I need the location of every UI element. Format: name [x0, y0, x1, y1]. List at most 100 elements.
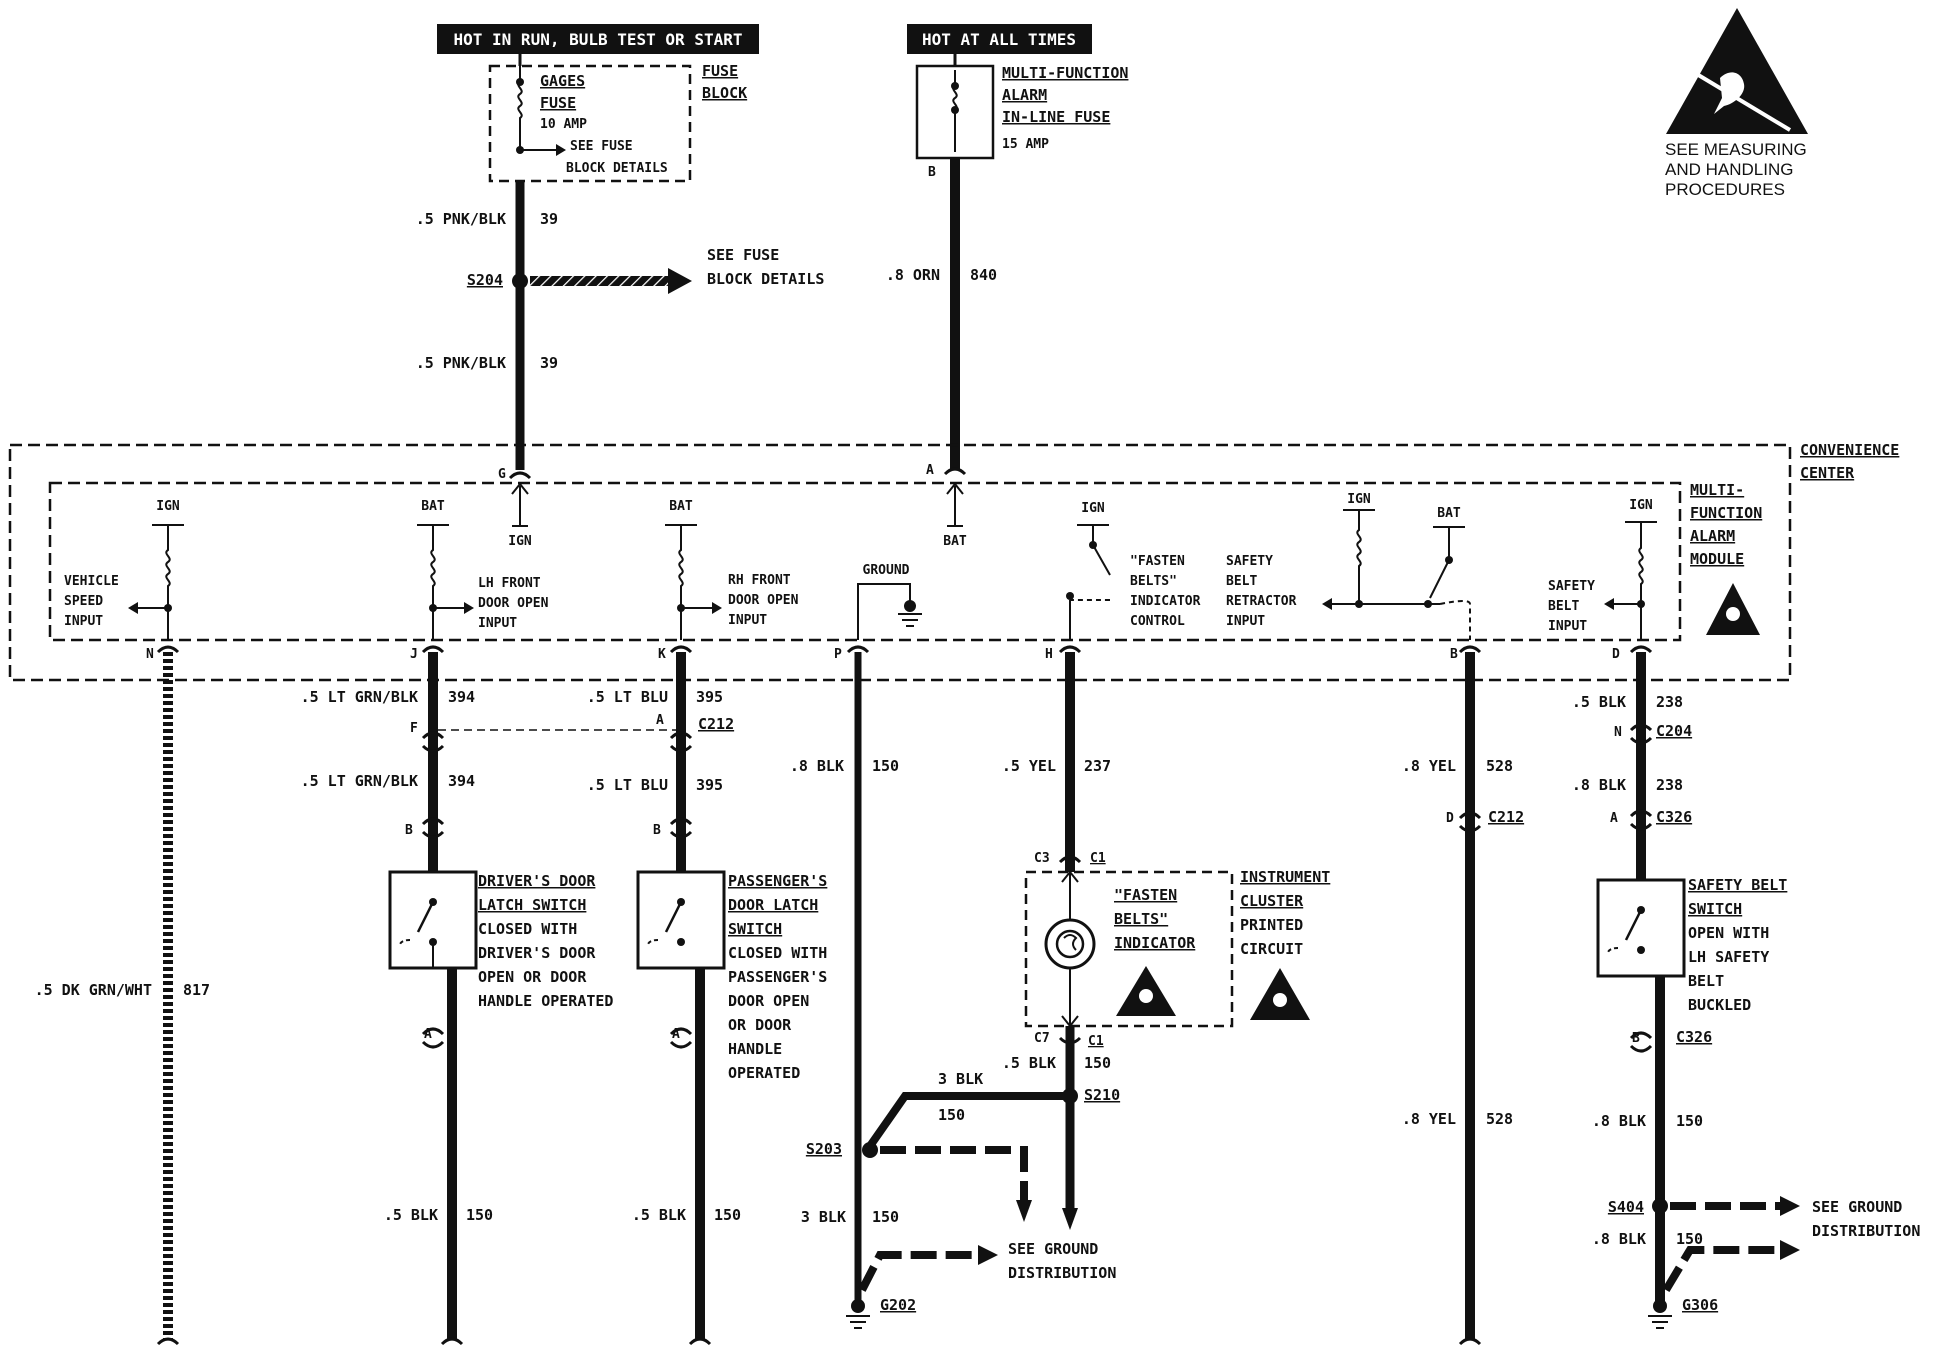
gages-fuse-name-1: GAGES	[540, 72, 585, 90]
wire-3blk-circuit-lower: 150	[872, 1208, 899, 1226]
wire-150-driver-circuit: 150	[466, 1206, 493, 1224]
wire-39-size-top: .5 PNK/BLK	[416, 210, 506, 228]
c1-top-label: C1	[1090, 851, 1106, 866]
safety-belt-switch-2: SWITCH	[1688, 900, 1742, 918]
splice-s203-label: S203	[806, 1140, 842, 1158]
passenger-switch-pin-b: B	[653, 823, 661, 838]
retractor-2: BELT	[1226, 574, 1257, 589]
safety-belt-switch-6: BUCKLED	[1688, 996, 1751, 1014]
connector-a-c212-pin: A	[656, 713, 664, 728]
wire-817-size: .5 DK GRN/WHT	[35, 981, 152, 999]
wire-394-size-2: .5 LT GRN/BLK	[301, 772, 418, 790]
cluster-label-4: CIRCUIT	[1240, 940, 1303, 958]
see-ground-s404-1: SEE GROUND	[1812, 1198, 1902, 1216]
wire-39-circuit-top: 39	[540, 210, 558, 228]
rh-front-door-2: DOOR OPEN	[728, 593, 799, 608]
passenger-switch-7: OR DOOR	[728, 1016, 792, 1034]
gages-fuse-note-1: SEE FUSE	[570, 139, 633, 154]
banner-hot-in-run-text: HOT IN RUN, BULB TEST OR START	[454, 30, 743, 49]
splice-s404	[1652, 1198, 1668, 1214]
wire-840-circuit: 840	[970, 266, 997, 284]
passenger-switch-8: HANDLE	[728, 1040, 782, 1058]
fuse-block-label-2: BLOCK	[702, 84, 747, 102]
ground-lead-g306	[1662, 1246, 1780, 1293]
alarm-module-box	[48, 481, 1682, 642]
ground-g306	[1653, 1299, 1667, 1313]
passenger-switch-3: SWITCH	[728, 920, 782, 938]
wire-395-size-1: .5 LT BLU	[587, 688, 668, 706]
safety-belt-switch-1: SAFETY BELT	[1688, 876, 1787, 894]
inline-fuse-rating: 15 AMP	[1002, 137, 1049, 152]
ground-lead-s203	[880, 1146, 1028, 1200]
wire-394-size-1: .5 LT GRN/BLK	[301, 688, 418, 706]
h-ign-label: IGN	[1081, 501, 1105, 516]
pin-g-label: G	[498, 467, 506, 482]
module-label-3: ALARM	[1690, 527, 1735, 545]
driver-switch-3: CLOSED WITH	[478, 920, 577, 938]
fasten-control-3: INDICATOR	[1130, 594, 1201, 609]
splice-s210-label: S210	[1084, 1086, 1120, 1104]
n-ign-label: IGN	[156, 499, 180, 514]
g-ign-label: IGN	[508, 534, 532, 549]
safety-belt-switch-box	[1596, 878, 1686, 978]
passenger-switch-pin-a: A	[672, 1027, 680, 1042]
pin-b-label: B	[1450, 647, 1458, 662]
banner-hot-at-all-times	[907, 24, 1092, 54]
wire-end-marks	[156, 1337, 1482, 1346]
splice-s404-label: S404	[1608, 1198, 1644, 1216]
wire-395-circuit-1: 395	[696, 688, 723, 706]
indicator-name-1: "FASTEN	[1114, 886, 1177, 904]
esd-note-3: PROCEDURES	[1665, 180, 1785, 199]
c212-d-pin: D	[1446, 811, 1454, 826]
driver-switch-pin-a: A	[424, 1027, 432, 1042]
convenience-center-1: CONVENIENCE	[1800, 441, 1899, 459]
pin-j-label: J	[410, 647, 418, 662]
connector-f-label: F	[410, 721, 418, 736]
wire-528-circuit-1: 528	[1486, 757, 1513, 775]
banner-hot-in-run	[437, 24, 759, 54]
wire-395-size-2: .5 LT BLU	[587, 776, 668, 794]
wire-150-passenger-size: .5 BLK	[632, 1206, 686, 1224]
wire-150-belt-circuit-1: 150	[1676, 1112, 1703, 1130]
safety-belt-switch-5: BELT	[1688, 972, 1724, 990]
retractor-bat-label: BAT	[1437, 506, 1461, 521]
passenger-switch-5: PASSENGER'S	[728, 968, 827, 986]
gages-fuse-rating: 10 AMP	[540, 117, 587, 132]
wire-3blk-size-upper: 3 BLK	[938, 1070, 983, 1088]
retractor-4: INPUT	[1226, 614, 1265, 629]
lh-front-door-3: INPUT	[478, 616, 517, 631]
fasten-control-2: BELTS"	[1130, 574, 1177, 589]
splice-s204-label: S204	[467, 271, 503, 289]
see-fuse-block-2: BLOCK DETAILS	[707, 270, 824, 288]
driver-switch-pin-b: B	[405, 823, 413, 838]
d-ign-label: IGN	[1629, 498, 1653, 513]
driver-switch-5: OPEN OR DOOR	[478, 968, 587, 986]
inline-fuse-pin-b: B	[928, 165, 936, 180]
driver-switch-2: LATCH SWITCH	[478, 896, 586, 914]
lh-front-door-1: LH FRONT	[478, 576, 541, 591]
fuse-block-label-1: FUSE	[702, 62, 738, 80]
passenger-switch-9: OPERATED	[728, 1064, 800, 1082]
wire-3blk-size-lower: 3 BLK	[801, 1208, 846, 1226]
wire-817-circuit: 817	[183, 981, 210, 999]
esd-warning-icon	[1666, 8, 1808, 134]
pin-k-label: K	[658, 647, 666, 662]
c326-b-pin: B	[1632, 1031, 1640, 1046]
lh-front-door-2: DOOR OPEN	[478, 596, 549, 611]
pin-p-label: P	[834, 647, 842, 662]
passenger-switch-1: PASSENGER'S	[728, 872, 827, 890]
connector-c326-top: C326	[1656, 808, 1692, 826]
driver-switch-4: DRIVER'S DOOR	[478, 944, 596, 962]
j-bat-label: BAT	[421, 499, 445, 514]
instrument-cluster-box	[1024, 870, 1234, 1028]
passenger-door-switch-box	[636, 870, 726, 970]
safety-belt-input-2: BELT	[1548, 599, 1579, 614]
connector-arcs	[156, 645, 1653, 1053]
convenience-center-2: CENTER	[1800, 464, 1855, 482]
pin-h-label: H	[1045, 647, 1053, 662]
vehicle-speed-2: SPEED	[64, 594, 103, 609]
indicator-name-3: INDICATOR	[1114, 934, 1196, 952]
cluster-label-1: INSTRUMENT	[1240, 868, 1330, 886]
passenger-switch-6: DOOR OPEN	[728, 992, 809, 1010]
retractor-1: SAFETY	[1226, 554, 1273, 569]
